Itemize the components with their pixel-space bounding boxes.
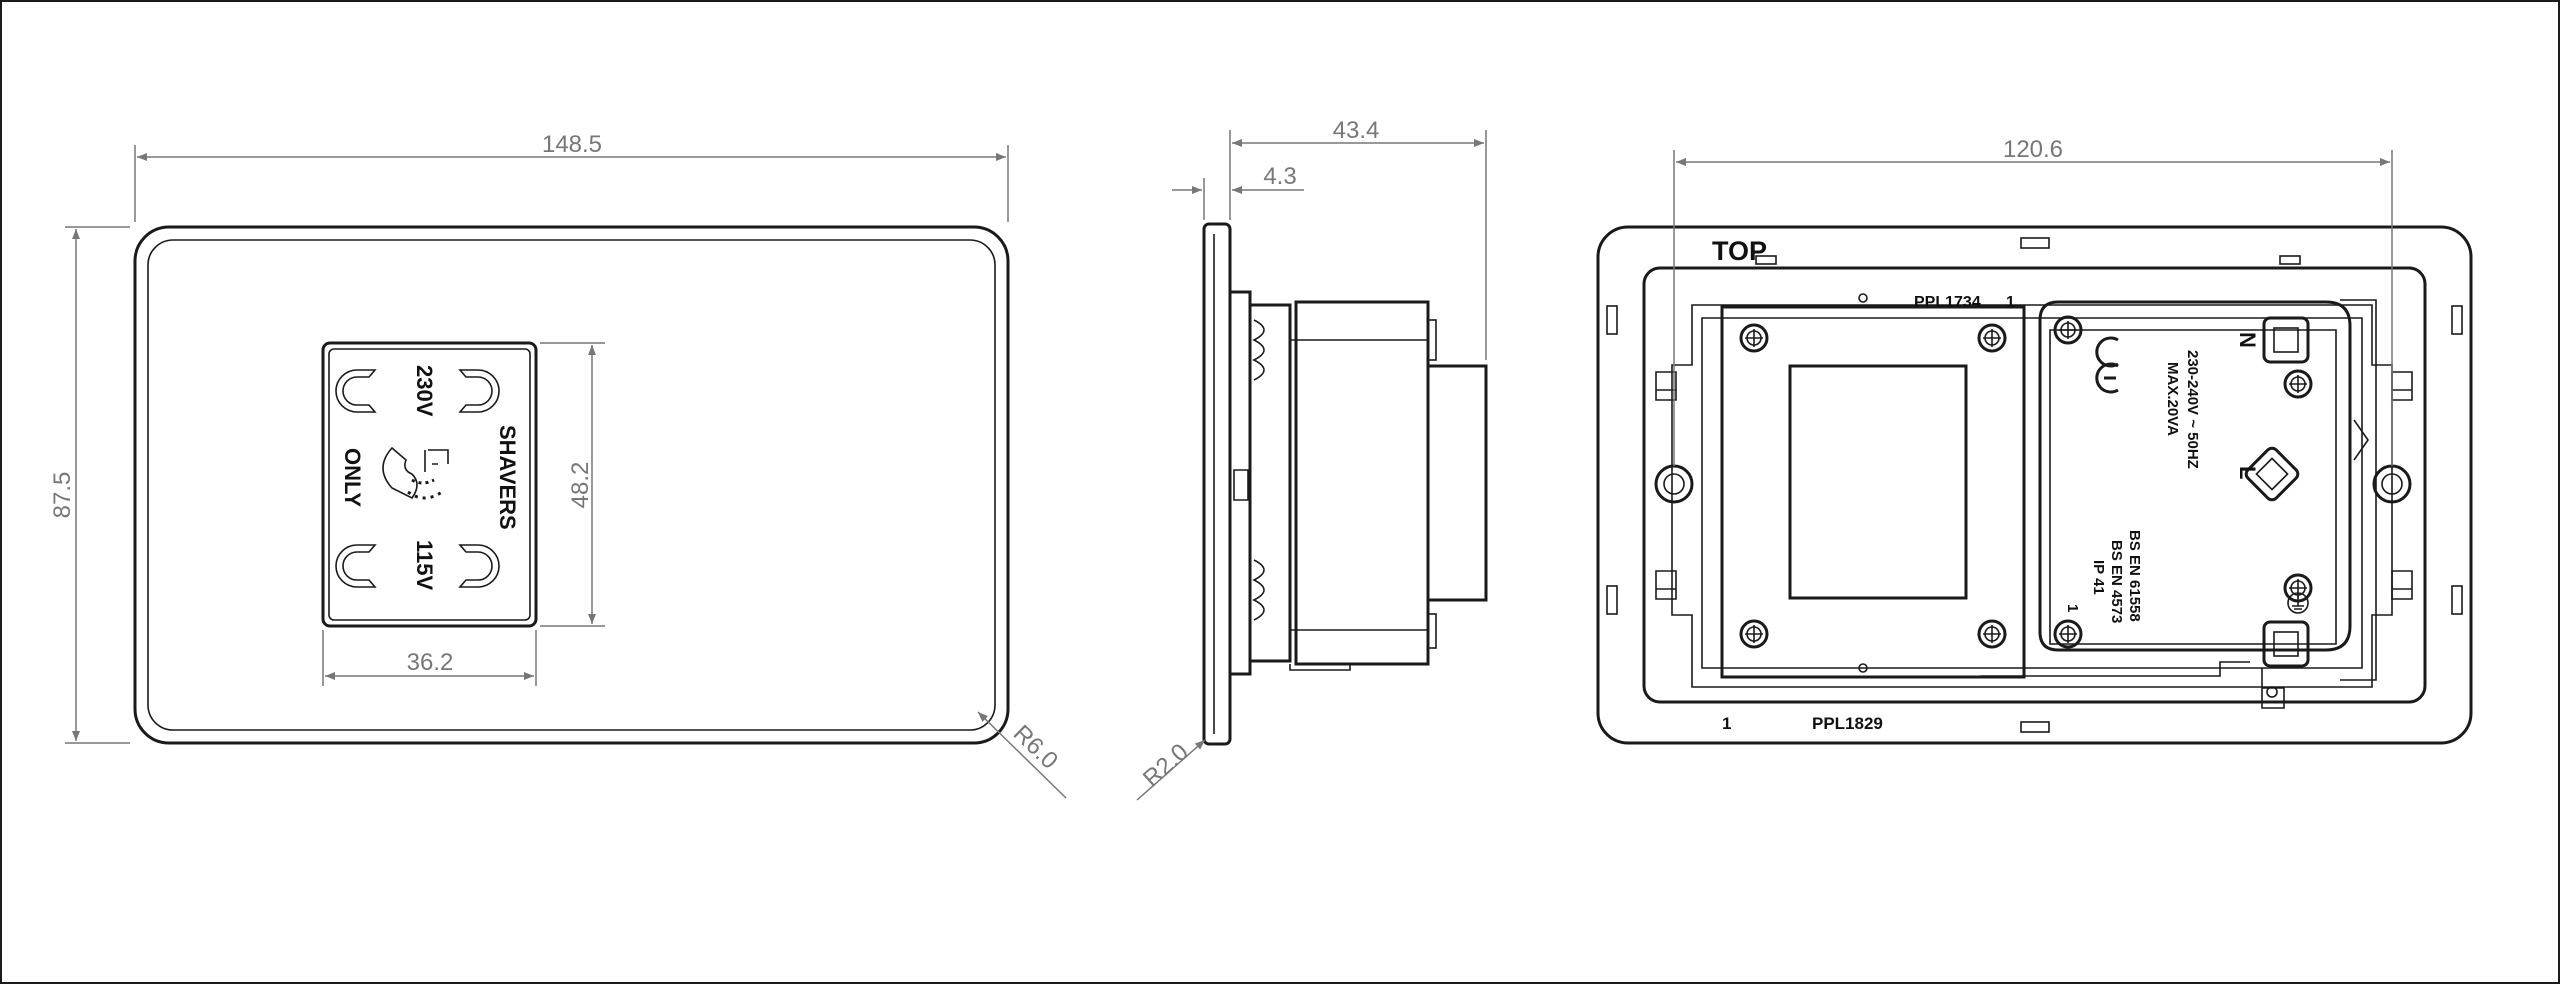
dim-socket-height: 48.2 xyxy=(567,462,594,509)
transformer-block xyxy=(1720,305,2026,679)
terminal-l-label: L xyxy=(2235,466,2260,479)
terminal-n xyxy=(2262,316,2310,364)
dim-front-height: 87.5 xyxy=(49,472,76,519)
side-rear-block xyxy=(1426,364,1488,602)
mounting-hole-left xyxy=(1654,464,1694,504)
shaver-symbol-icon xyxy=(382,446,449,500)
dim-corner-radius: R6.0 xyxy=(1008,720,1063,775)
side-view: 43.4 4.3 R2.0 xyxy=(1136,117,1488,801)
voltage-230-label: 230V xyxy=(412,365,437,417)
part-top-label: PPL1734 xyxy=(1914,294,1981,311)
ip-rating-label: IP 41 xyxy=(2090,560,2107,595)
top-label: TOP xyxy=(1712,236,1767,266)
front-view: SHAVERS 230V 115V ONLY 148.5 87.5 48.2 3… xyxy=(49,131,1067,799)
standard-1-label: BS EN 61558 xyxy=(2126,530,2143,622)
terminal-earth xyxy=(2262,620,2310,668)
dim-front-width: 148.5 xyxy=(542,131,602,158)
part-bottom-num: 1 xyxy=(1722,714,1731,733)
terminal-module xyxy=(2038,300,2352,652)
back-box-flange xyxy=(1642,266,2427,704)
only-label: ONLY xyxy=(340,448,365,507)
terminal-l xyxy=(2244,446,2300,502)
dim-edge-radius: R2.0 xyxy=(1138,738,1194,792)
front-plate xyxy=(133,225,1010,745)
voltage-115-label: 115V xyxy=(412,540,437,590)
shavers-label: SHAVERS xyxy=(495,425,520,530)
max-va-label: MAX.20VA xyxy=(2164,362,2181,436)
dim-mount-centres: 120.6 xyxy=(2003,136,2063,163)
front-plate-inner-edge xyxy=(147,239,996,731)
side-plate xyxy=(1202,222,1232,746)
ce-mark-icon xyxy=(2095,336,2119,394)
back-view: CE TOP PPL1734 1 PPL1829 1 N L 230-240V … xyxy=(1596,136,2473,745)
dim-plate-thickness: 4.3 xyxy=(1263,163,1296,190)
dim-socket-width: 36.2 xyxy=(407,649,454,676)
pin-holes xyxy=(335,369,500,588)
side-transformer xyxy=(1294,300,1430,666)
rating-label: 230-240V ~ 50HZ xyxy=(2184,350,2201,469)
terminal-n-label: N xyxy=(2235,332,2260,348)
side-back-box xyxy=(1228,290,1252,676)
standard-2-label: BS EN 4573 xyxy=(2108,540,2125,623)
earth-symbol-icon xyxy=(2287,592,2309,614)
part-top-num: 1 xyxy=(2006,294,2015,311)
dim-side-depth: 43.4 xyxy=(1333,117,1380,144)
terminal-one-label: 1 xyxy=(2064,604,2081,612)
socket-face xyxy=(321,341,538,628)
part-bottom-label: PPL1829 xyxy=(1812,714,1883,733)
back-plate xyxy=(1596,225,2473,745)
